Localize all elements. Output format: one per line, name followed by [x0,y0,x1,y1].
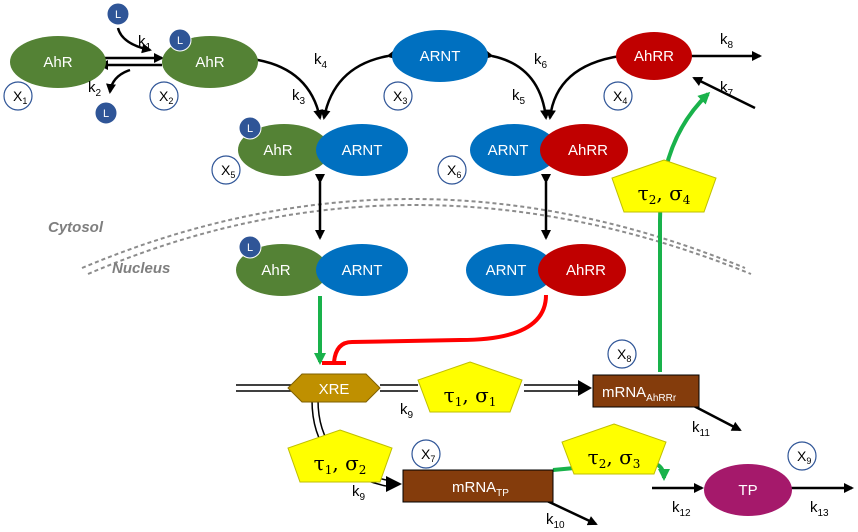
species-x4: X4 [603,81,633,111]
ligand-on-x2: L [168,28,192,52]
delay-d1: τ1, σ1 [417,361,523,413]
arnt-x3 [392,30,488,82]
species-x6: X6 [437,155,467,185]
species-x3: X3 [383,81,413,111]
svg-text:AhR: AhR [43,54,72,71]
tp-protein [704,464,792,516]
translation-arrow-ahrr [658,91,711,372]
arnt-ahrr-nucleus-ahrr [538,244,626,296]
species-x2: X2 [149,81,179,111]
ahr-x1 [10,36,106,88]
mrna-ahrr [592,374,700,408]
svg-text:L: L [247,242,253,254]
rate-k10: k10 [546,511,565,531]
svg-text:X2: X2 [159,88,173,106]
reaction-arrows [98,27,854,526]
species-x5: X5 [211,155,241,185]
species-x9: X9 [787,441,817,471]
arnt-x5 [316,124,408,176]
nuclear-membrane [81,198,752,275]
rate-k2: k2 [88,79,102,99]
svg-text:L: L [177,35,183,47]
svg-text:L: L [247,123,253,135]
rate-k9-bottom: k9 [352,483,366,503]
svg-text:AhR: AhR [261,262,290,279]
delay-d4: τ2, σ4 [611,159,717,213]
species-x8: X8 [607,339,637,369]
rate-k3: k3 [292,87,306,107]
rate-k13: k13 [810,499,829,519]
rate-k1: k1 [138,33,152,53]
svg-text:τ2, σ4: τ2, σ4 [638,181,691,207]
mrna-tp-label: mRNATP [452,479,509,499]
ligand-nucleus: L [238,235,262,259]
svg-text:τ2, σ3: τ2, σ3 [588,445,641,471]
svg-text:AhR: AhR [195,54,224,71]
svg-text:ARNT: ARNT [342,142,383,159]
ahrr-x6 [540,124,628,176]
rate-k5: k5 [512,87,526,107]
svg-text:ARNT: ARNT [488,142,529,159]
rate-k4: k4 [314,51,328,71]
svg-text:X5: X5 [221,162,235,180]
svg-text:X9: X9 [797,448,811,466]
svg-text:X4: X4 [613,88,627,106]
svg-text:XRE: XRE [319,381,350,398]
svg-text:L: L [115,9,121,21]
svg-text:AhRR: AhRR [634,48,674,65]
svg-text:τ1, σ2: τ1, σ2 [314,451,367,477]
ligand-free-bottom: L [94,101,118,125]
ahrr-x4 [616,32,692,80]
arnt-x6 [470,124,558,176]
svg-text:X7: X7 [421,446,435,464]
svg-text:X6: X6 [447,162,461,180]
svg-text:AhR: AhR [263,142,292,159]
svg-text:X3: X3 [393,88,407,106]
rate-k6: k6 [534,51,548,71]
xre-element [287,373,381,403]
mrna-ahrr-label: mRNAAhRRr [602,384,677,404]
arnt-ahrr-nucleus-arnt [466,244,554,296]
cytosol-label: Cytosol [48,219,104,236]
svg-text:ARNT: ARNT [486,262,527,279]
svg-text:TP: TP [738,482,757,499]
ligand-on-x5: L [238,116,262,140]
rate-k9-top: k9 [400,401,414,421]
arnt-nucleus [316,244,408,296]
ahr-x5 [238,124,330,176]
mrna-tp [402,469,554,503]
ligand-circle [106,2,130,26]
svg-text:τ1, σ1: τ1, σ1 [444,383,497,409]
svg-text:AhRR: AhRR [568,142,608,159]
nucleus-label: Nucleus [112,260,170,277]
delay-d2: τ1, σ2 [287,429,393,483]
rate-k8: k8 [720,31,734,51]
species-x1: X1 [3,81,33,111]
ligand-free-top: L [106,2,130,26]
inhibition-arrow-xre [332,294,548,363]
delay-d3: τ2, σ3 [561,423,667,475]
species-x7: X7 [411,439,441,469]
svg-text:X8: X8 [617,346,631,364]
rate-k7: k7 [720,79,734,99]
rate-k11: k11 [692,419,710,439]
svg-text:X1: X1 [13,88,27,106]
svg-text:ARNT: ARNT [342,262,383,279]
svg-text:ARNT: ARNT [420,48,461,65]
svg-text:AhRR: AhRR [566,262,606,279]
rate-k12: k12 [672,499,691,519]
ahr-nucleus [236,244,328,296]
svg-text:L: L [103,108,109,120]
